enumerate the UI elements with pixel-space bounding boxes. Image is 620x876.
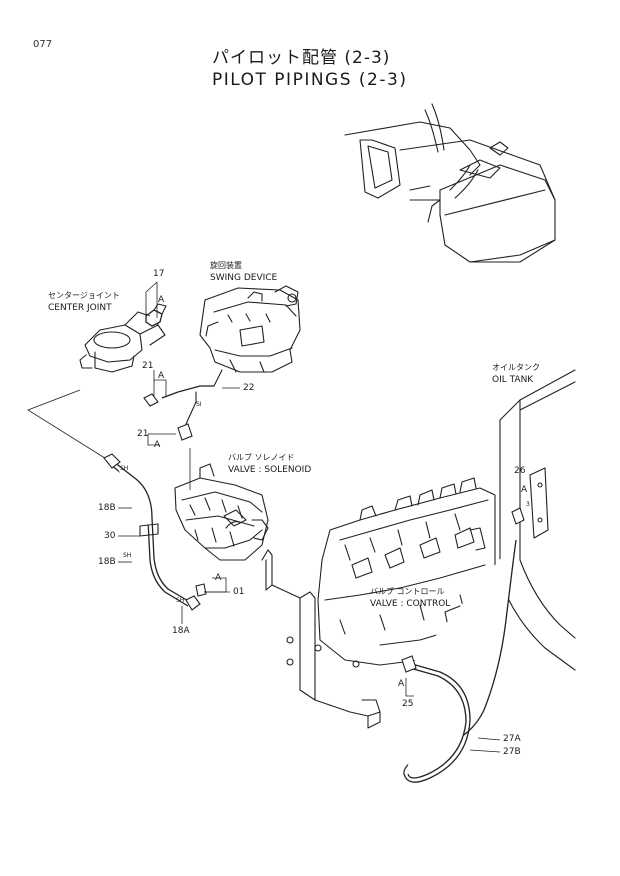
mark-A-21-lower: A bbox=[154, 440, 161, 450]
fitting-25 bbox=[401, 655, 417, 673]
callout-21-upper: 21 bbox=[142, 361, 154, 371]
leader-center-joint bbox=[27, 389, 109, 461]
pipe-22-riser bbox=[213, 369, 223, 387]
solenoid-valve-illustration bbox=[174, 463, 269, 561]
fitting-18A bbox=[185, 595, 201, 611]
callout-18A: 18A bbox=[172, 626, 190, 636]
callout-17: 17 bbox=[153, 269, 165, 279]
callout-26: 26 bbox=[514, 466, 526, 476]
callout-18B-lower: 18B bbox=[98, 557, 116, 567]
callout-27B: 27B bbox=[503, 747, 521, 757]
pipe-22-drop bbox=[185, 391, 197, 425]
center-joint-label-jp: センタージョイント bbox=[48, 291, 120, 300]
callout-27A: 27A bbox=[503, 734, 521, 744]
oil-tank-label: OIL TANK bbox=[492, 375, 534, 385]
mark-A-26: A bbox=[521, 485, 528, 495]
callout-30: 30 bbox=[104, 531, 116, 541]
control-valve-label: VALVE : CONTROL bbox=[370, 599, 451, 609]
swing-device-label: SWING DEVICE bbox=[210, 273, 278, 283]
swing-device-label-jp: 旋回装置 bbox=[210, 261, 242, 270]
oil-tank-label-jp: オイルタンク bbox=[492, 363, 540, 372]
mark-SH-bottom: SH bbox=[176, 597, 185, 604]
callout-18B-upper: 18B bbox=[98, 503, 116, 513]
mark-SH-top: SH bbox=[120, 465, 129, 472]
mark-A-17: A bbox=[158, 295, 165, 305]
mark-SH-middle: SH bbox=[123, 552, 132, 559]
fitting-21-lower bbox=[177, 423, 193, 441]
callout-25: 25 bbox=[402, 699, 414, 709]
solenoid-valve-label: VALVE : SOLENOID bbox=[228, 465, 312, 475]
fitting-01 bbox=[195, 583, 207, 597]
page-title-jp: パイロット配管 (2-3) bbox=[212, 48, 391, 68]
control-valve-illustration bbox=[317, 477, 496, 666]
callout-lines bbox=[118, 281, 521, 753]
fitting-17 bbox=[145, 303, 167, 327]
callout-01: 01 bbox=[233, 587, 245, 597]
clamp-30 bbox=[139, 523, 159, 537]
callout-21-lower: 21 bbox=[137, 429, 149, 439]
oil-tank-illustration bbox=[499, 369, 576, 671]
page-number: 077 bbox=[33, 39, 53, 50]
mounting-bracket bbox=[261, 549, 381, 729]
fitting-21-upper bbox=[143, 393, 159, 407]
hose-22 bbox=[161, 385, 214, 399]
hose-18-inner bbox=[113, 461, 191, 603]
excavator-overview-illustration bbox=[344, 103, 556, 263]
fitting-hose-end-top bbox=[103, 453, 121, 469]
swing-device-illustration bbox=[199, 285, 301, 373]
fitting-26 bbox=[511, 507, 525, 525]
mark-A-25: A bbox=[398, 679, 405, 689]
hose-27B bbox=[407, 667, 467, 779]
control-valve-label-jp: バルブ コントロール bbox=[370, 587, 445, 596]
mark-A-21-upper: A bbox=[158, 371, 165, 381]
mark-SI: SI bbox=[196, 401, 202, 408]
callout-22: 22 bbox=[243, 383, 255, 393]
mark-3: 3 bbox=[526, 501, 530, 508]
mark-A-01: A bbox=[215, 573, 222, 583]
center-joint-label: CENTER JOINT bbox=[48, 303, 112, 313]
page-title-en: PILOT PIPINGS (2-3) bbox=[212, 70, 408, 90]
solenoid-valve-label-jp: バルブ ソレノイド bbox=[228, 453, 295, 462]
